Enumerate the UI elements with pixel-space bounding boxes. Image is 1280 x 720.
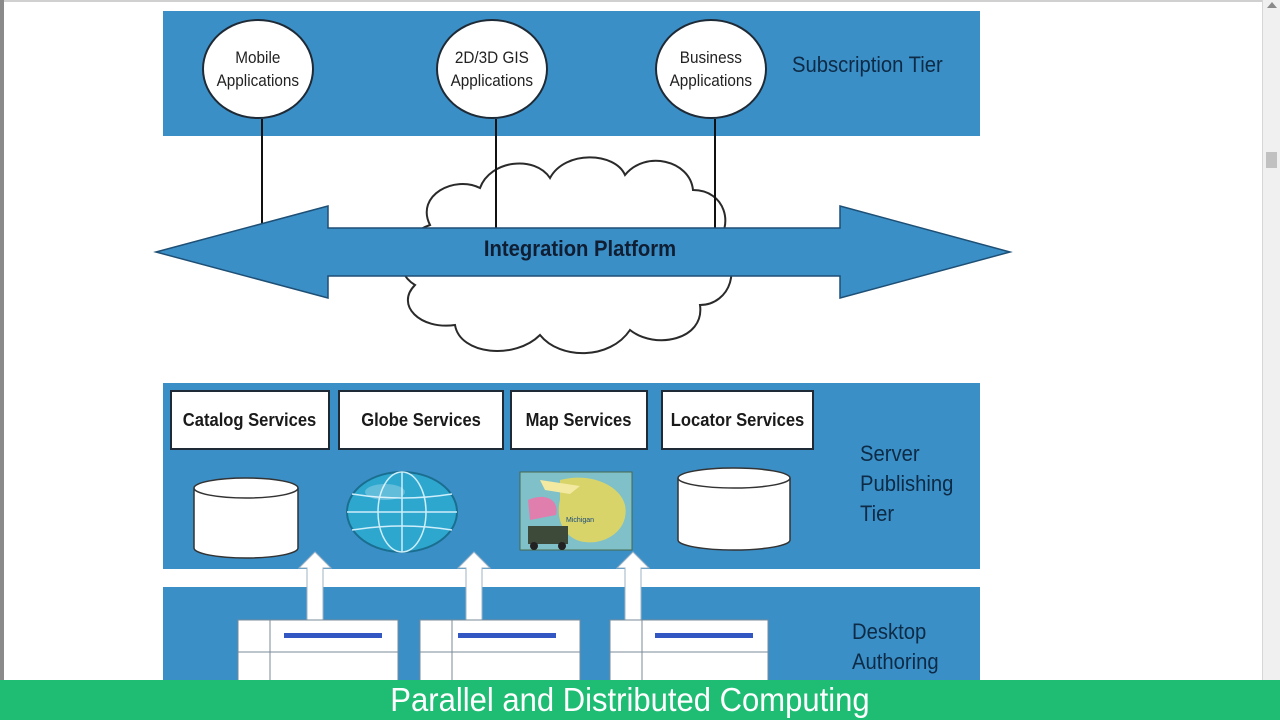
server-publishing-tier-label: Server Publishing Tier (860, 441, 954, 526)
mobile-applications-node: Mobile Applications (202, 19, 314, 119)
map-image-text: Michigan (566, 517, 594, 524)
desktop-document-3 (609, 619, 769, 680)
upload-arrow-3 (615, 551, 651, 621)
mobile-applications-label: Mobile Applications (216, 48, 300, 90)
caption-title: Parallel and Distributed Computing (390, 681, 870, 718)
locator-database-icon (677, 467, 791, 551)
window-left-edge (0, 0, 4, 680)
locator-services-box: Locator Services (661, 390, 814, 450)
desktop-document-2 (419, 619, 581, 680)
business-applications-label: Business Applications (669, 48, 753, 90)
gis-applications-label: 2D/3D GIS Applications (450, 48, 534, 90)
catalog-services-label: Catalog Services (183, 409, 317, 430)
catalog-services-box: Catalog Services (170, 390, 330, 450)
top-border (0, 0, 1262, 2)
catalog-database-icon (193, 477, 299, 559)
globe-services-label: Globe Services (361, 409, 481, 430)
integration-platform-label: Integration Platform (483, 236, 677, 261)
map-services-label: Map Services (526, 409, 632, 430)
scroll-up-arrow-icon[interactable] (1267, 2, 1277, 8)
vertical-scrollbar[interactable] (1262, 0, 1280, 680)
upload-arrow-2 (456, 551, 492, 621)
globe-icon (346, 471, 458, 553)
subscription-tier-label: Subscription Tier (792, 52, 943, 77)
map-image-icon: Michigan (519, 471, 633, 551)
gis-applications-node: 2D/3D GIS Applications (436, 19, 548, 119)
architecture-diagram: Michigan (153, 119, 1013, 680)
desktop-document-1 (237, 619, 399, 680)
desktop-authoring-tier-label: Desktop Authoring (852, 619, 939, 674)
integration-platform-arrow (153, 205, 1013, 299)
business-applications-node: Business Applications (655, 19, 767, 119)
map-services-box: Map Services (510, 390, 648, 450)
upload-arrow-1 (297, 551, 333, 621)
scrollbar-thumb[interactable] (1266, 152, 1277, 168)
globe-services-box: Globe Services (338, 390, 504, 450)
caption-banner: Parallel and Distributed Computing (0, 680, 1280, 720)
locator-services-label: Locator Services (670, 409, 805, 430)
